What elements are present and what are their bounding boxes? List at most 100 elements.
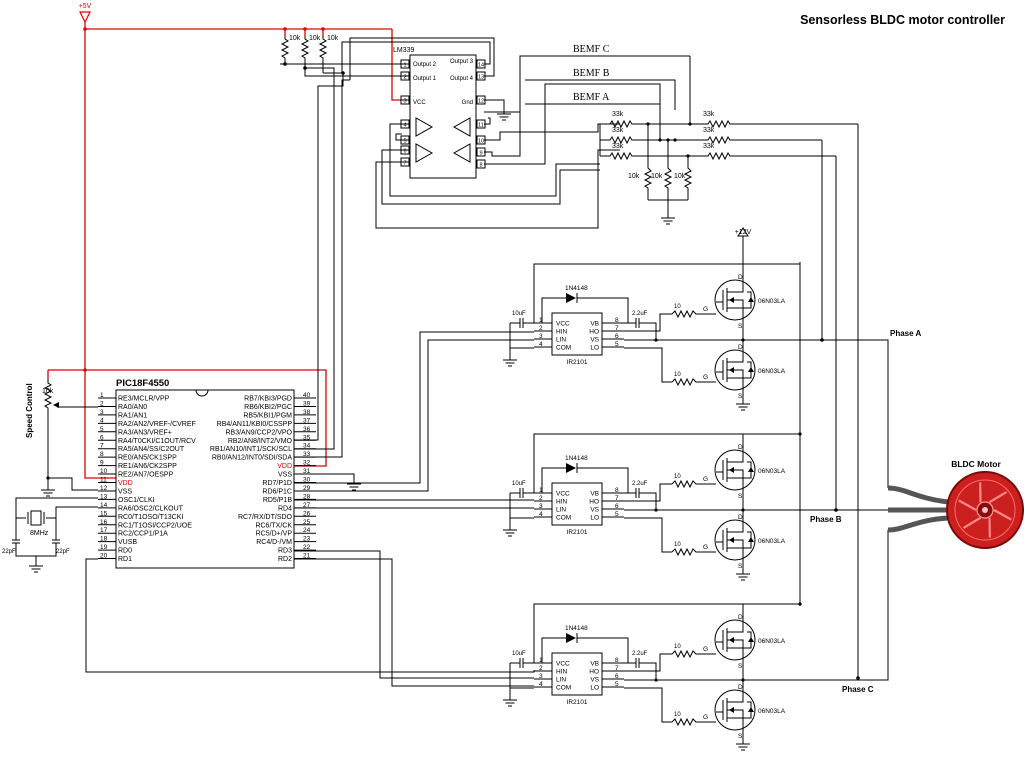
- mcu-pin-num: 28: [303, 493, 311, 500]
- mcu-pin-label: RB7/KBI3/PGD: [244, 396, 292, 403]
- mcu-pin-num: 4: [100, 417, 104, 424]
- lm339-pin-num: 3: [403, 98, 406, 104]
- driver-pin-label: LIN: [556, 507, 566, 514]
- mcu-pin-num: 14: [100, 502, 108, 509]
- driver-pin-num: 7: [615, 495, 619, 502]
- mcu-name: PIC18F4550: [116, 378, 169, 389]
- driver-pin-label: LIN: [556, 677, 566, 684]
- driver-pin-label: VS: [590, 507, 599, 514]
- mcu-pin-num: 34: [303, 443, 311, 450]
- pullup-r1-value: 10k: [289, 35, 301, 42]
- driver-pin-label: LO: [590, 345, 599, 352]
- mcu-pin-num: 32: [303, 460, 311, 467]
- supply-5v: +5V: [47, 3, 402, 479]
- mcu-pin-num: 40: [303, 392, 311, 399]
- mcu-pin-num: 18: [100, 536, 108, 543]
- driver-pin-label: LO: [590, 685, 599, 692]
- mosfet-source-label: S: [738, 663, 743, 670]
- mcu-pin-label: RD5/P1B: [263, 497, 293, 504]
- bemf-r-right-2: 33k: [703, 127, 715, 134]
- mcu-pin-label: RC6/TX/CK: [255, 522, 292, 529]
- motor-label: BLDC Motor: [951, 459, 1001, 469]
- gate-resistor-high: 10: [674, 304, 681, 310]
- mcu-pin-num: 24: [303, 527, 311, 534]
- mcu-pin-num: 12: [100, 485, 108, 492]
- mcu-pin-label: RC0/T1OSO/T13CKI: [118, 514, 183, 521]
- driver-pin-num: 2: [539, 495, 543, 502]
- mosfet-part-number: 06N03LA: [758, 298, 786, 305]
- mcu-pin-num: 8: [100, 451, 104, 458]
- diagram-title: Sensorless BLDC motor controller: [800, 13, 1005, 27]
- phase-label: Phase C: [842, 685, 874, 694]
- mcu-pin-label: RE3/MCLR/VPP: [118, 396, 170, 403]
- mcu-pin-num: 27: [303, 502, 311, 509]
- gate-resistor-high: 10: [674, 644, 681, 650]
- lm339-pin-num: 8: [479, 162, 482, 168]
- lm339-label-out2: Output 2: [413, 62, 437, 68]
- gate-label: G: [703, 646, 708, 653]
- pullup-r2-value: 10k: [309, 35, 321, 42]
- lm339-label-gnd: Gnd: [462, 100, 473, 106]
- driver-pin-label: VB: [590, 321, 599, 328]
- mcu-pin-num: 36: [303, 426, 311, 433]
- driver-pin-num: 8: [615, 487, 619, 494]
- lm339-label-out4: Output 4: [450, 76, 474, 82]
- mcu-pin-label: RA5/AN4/SS/C2OUT: [118, 446, 185, 453]
- mcu-pin-label: RC1/T1OSI/CCP2/UOE: [118, 522, 192, 529]
- mcu-pin-label: VUSB: [118, 539, 137, 546]
- mcu-pin-num: 30: [303, 477, 311, 484]
- lm339-pin-num: 9: [479, 150, 482, 156]
- driver-pin-num: 5: [615, 681, 619, 688]
- driver-pin-label: COM: [556, 685, 571, 692]
- driver-pin-label: HO: [589, 669, 599, 676]
- driver-pin-label: VCC: [556, 661, 570, 668]
- gate-label: G: [703, 544, 708, 551]
- mcu-pin-label: VDD: [277, 463, 292, 470]
- mcu-pin-label: RB3/AN9/CCP2/VPO: [225, 429, 292, 436]
- phase-label: Phase B: [810, 515, 842, 524]
- pic-wiring: 10k Speed Control 8MHz 22pF 22pF: [2, 331, 535, 687]
- mosfet-drain-label: D: [738, 614, 743, 621]
- driver-pin-num: 6: [615, 333, 619, 340]
- mcu-pin-label: RC2/CCP1/P1A: [118, 531, 168, 538]
- bldc-motor: BLDC Motor: [887, 459, 1024, 549]
- driver-pin-num: 7: [615, 665, 619, 672]
- lm339-pin-num: 2: [403, 74, 406, 80]
- supply-12v-label: +12V: [735, 229, 752, 236]
- mcu-pin-num: 5: [100, 426, 104, 433]
- mcu-pin-num: 11: [100, 477, 107, 484]
- driver-pin-label: VCC: [556, 321, 570, 328]
- driver-pin-num: 3: [539, 673, 543, 680]
- mcu-pin-num: 3: [100, 409, 104, 416]
- mcu-pin-label: RB5/KBI1/PGM: [243, 412, 292, 419]
- mcu-pin-label: RA4/T0CKI/C1OUT/RCV: [118, 438, 196, 445]
- mcu-pin-num: 15: [100, 510, 108, 517]
- mcu-pin-num: 35: [303, 434, 311, 441]
- lm339-pin-num: 13: [478, 74, 484, 80]
- bootstrap-diode-label: 1N4148: [565, 455, 588, 462]
- lm339-pin-num: 6: [403, 148, 406, 154]
- mcu-pin-label: RA0/AN0: [118, 404, 147, 411]
- gate-resistor-low: 10: [674, 712, 681, 718]
- vcc-cap-value: 10uF: [512, 651, 526, 657]
- driver-pin-num: 3: [539, 333, 543, 340]
- mcu-pin-num: 31: [303, 468, 311, 475]
- driver-pin-num: 1: [539, 657, 543, 664]
- bemf-r-gnd-3: 10k: [674, 173, 686, 180]
- driver-pin-label: VS: [590, 337, 599, 344]
- mcu-pin-label: RE1/AN6/CK2SPP: [118, 463, 177, 470]
- mcu-pin-num: 21: [303, 553, 311, 560]
- mcu-pin-num: 1: [100, 392, 104, 399]
- driver-pin-num: 5: [615, 341, 619, 348]
- driver-pin-label: VCC: [556, 491, 570, 498]
- mosfet-source-label: S: [738, 393, 743, 400]
- mcu-pin-num: 20: [100, 553, 108, 560]
- lm339-pin-num: 14: [478, 62, 484, 68]
- driver-ic-name: IR2101: [567, 699, 588, 706]
- crystal-cap-left: 22pF: [2, 549, 16, 555]
- mcu-pin-label: RB6/KBI2/PGC: [244, 404, 292, 411]
- gate-label: G: [703, 306, 708, 313]
- mcu-pin-label: RD2: [278, 556, 292, 563]
